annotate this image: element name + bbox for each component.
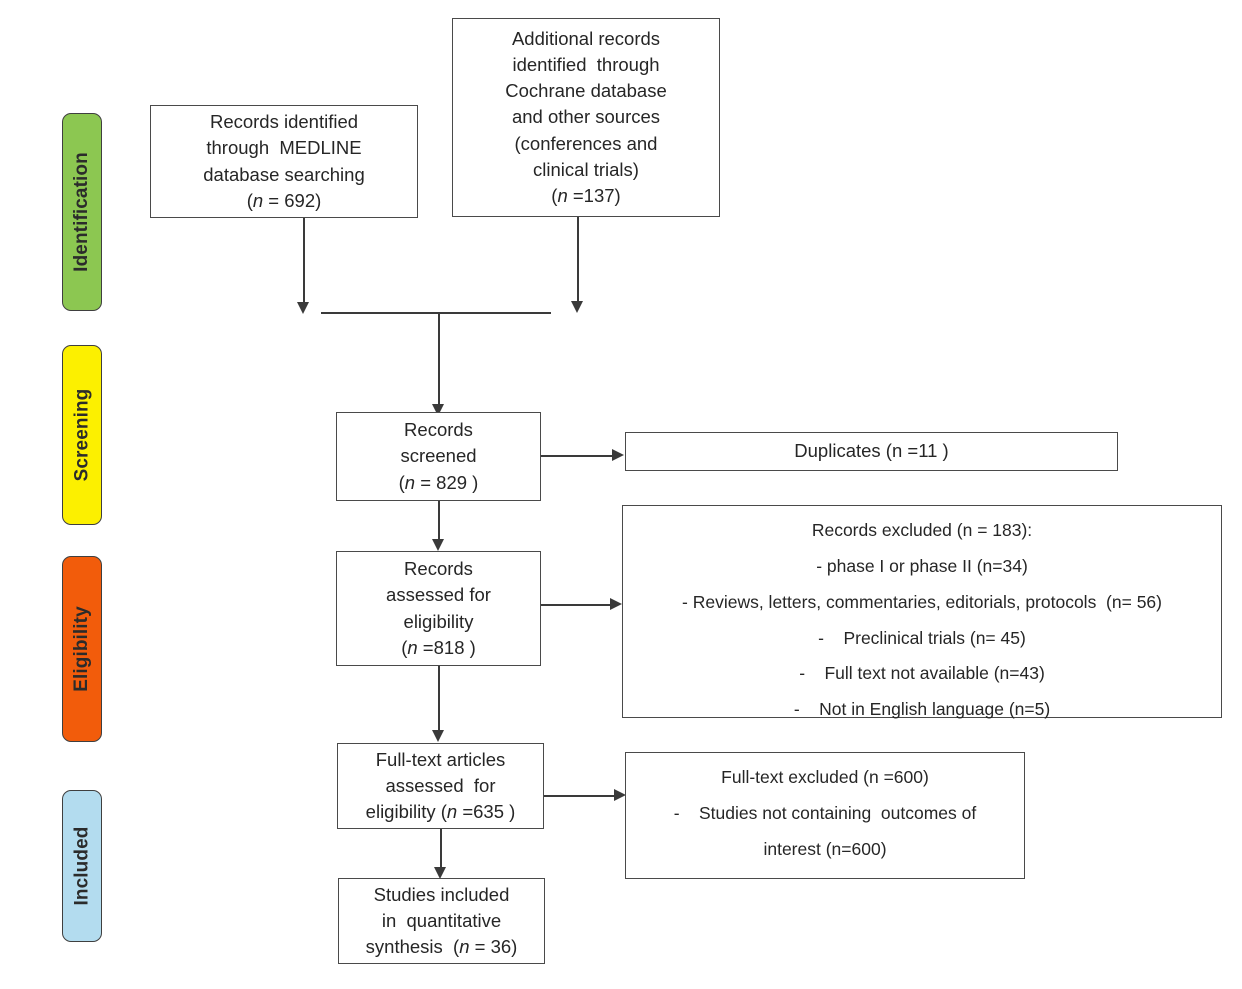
box-full-text-excluded: Full-text excluded (n =600) - Studies no…	[625, 752, 1025, 879]
assessed-line-1: Records	[404, 557, 473, 579]
stage-pill-eligibility: Eligibility	[62, 556, 102, 742]
fulltext-line-1: Full-text articles	[375, 748, 506, 770]
stage-pill-included: Included	[62, 790, 102, 942]
connector-merge-to-screened	[438, 312, 440, 408]
assessed-line-3: eligibility	[403, 610, 474, 632]
included-count: synthesis (n = 36)	[365, 936, 518, 958]
arrowhead-fulltext-to-excluded	[614, 789, 626, 801]
box-records-identified-medline: Records identified through MEDLINE datab…	[150, 105, 418, 218]
stage-label-included: Included	[71, 826, 93, 906]
connector-screened-to-assessed	[438, 501, 440, 543]
connector-fulltext-to-excluded	[544, 795, 616, 797]
fulltext-excluded-reason-2: interest (n=600)	[763, 838, 887, 859]
additional-line-2: identified through	[512, 53, 660, 75]
connector-assessed-to-fulltext	[438, 666, 440, 734]
medline-line-3: database searching	[203, 163, 365, 185]
screened-count: (n = 829 )	[398, 471, 479, 493]
medline-line-2: through MEDLINE	[206, 137, 362, 159]
stage-pill-identification: Identification	[62, 113, 102, 311]
stage-pill-screening: Screening	[62, 345, 102, 525]
box-records-assessed: Records assessed for eligibility (n =818…	[336, 551, 541, 666]
medline-count: (n = 692)	[246, 189, 322, 211]
connector-assessed-to-excluded	[541, 604, 611, 606]
included-line-2: in quantitative	[381, 909, 502, 931]
arrowhead-fulltext-to-included	[434, 867, 446, 879]
connector-fulltext-to-included	[440, 829, 442, 871]
assessed-count: (n =818 )	[401, 636, 476, 658]
excluded-reason-1: - phase I or phase II (n=34)	[816, 555, 1028, 576]
included-line-1: Studies included	[373, 883, 510, 905]
connector-additional-down	[577, 217, 579, 303]
medline-line-1: Records identified	[209, 110, 359, 132]
box-additional-records: Additional records identified through Co…	[452, 18, 720, 217]
excluded-reason-3: - Preclinical trials (n= 45)	[818, 627, 1026, 648]
excluded-heading: Records excluded (n = 183):	[811, 520, 1033, 540]
box-duplicates: Duplicates (n =11 )	[625, 432, 1118, 471]
screened-line-1: Records	[404, 419, 473, 441]
excluded-reason-4: - Full text not available (n=43)	[799, 663, 1045, 684]
stage-label-identification: Identification	[71, 152, 92, 272]
additional-line-1: Additional records	[511, 27, 661, 49]
duplicates-text: Duplicates (n =11 )	[794, 440, 949, 462]
additional-line-4: and other sources	[511, 106, 661, 128]
screened-line-2: screened	[400, 445, 477, 467]
additional-count: (n =137)	[551, 185, 621, 207]
excluded-reason-2: - Reviews, letters, commentaries, editor…	[682, 591, 1162, 612]
arrowhead-medline-down	[297, 302, 309, 314]
fulltext-line-2: assessed for	[385, 774, 496, 796]
connector-merge-bar	[321, 312, 551, 314]
box-records-excluded: Records excluded (n = 183): - phase I or…	[622, 505, 1222, 719]
arrowhead-screened-to-duplicates	[612, 449, 624, 461]
additional-line-6: clinical trials)	[533, 158, 639, 180]
box-records-screened: Records screened (n = 829 )	[336, 412, 541, 501]
fulltext-excluded-reason-1: - Studies not containing outcomes of	[673, 802, 977, 823]
box-studies-included: Studies included in quantitative synthes…	[338, 878, 545, 964]
arrowhead-screened-to-assessed	[432, 539, 444, 551]
arrowhead-assessed-to-fulltext	[432, 730, 444, 742]
stage-label-screening: Screening	[71, 388, 93, 482]
box-full-text-assessed: Full-text articles assessed for eligibil…	[337, 743, 544, 829]
stage-label-eligibility: Eligibility	[71, 606, 92, 692]
additional-line-5: (conferences and	[514, 132, 658, 154]
connector-medline-down	[303, 218, 305, 304]
connector-screened-to-duplicates	[541, 455, 613, 457]
assessed-line-2: assessed for	[386, 584, 491, 606]
fulltext-count: eligibility (n =635 )	[365, 801, 516, 823]
additional-line-3: Cochrane database	[505, 80, 667, 102]
excluded-reason-5: - Not in English language (n=5)	[793, 699, 1051, 720]
arrowhead-additional-down	[571, 301, 583, 313]
fulltext-excluded-heading: Full-text excluded (n =600)	[721, 767, 929, 787]
arrowhead-assessed-to-excluded	[610, 598, 622, 610]
